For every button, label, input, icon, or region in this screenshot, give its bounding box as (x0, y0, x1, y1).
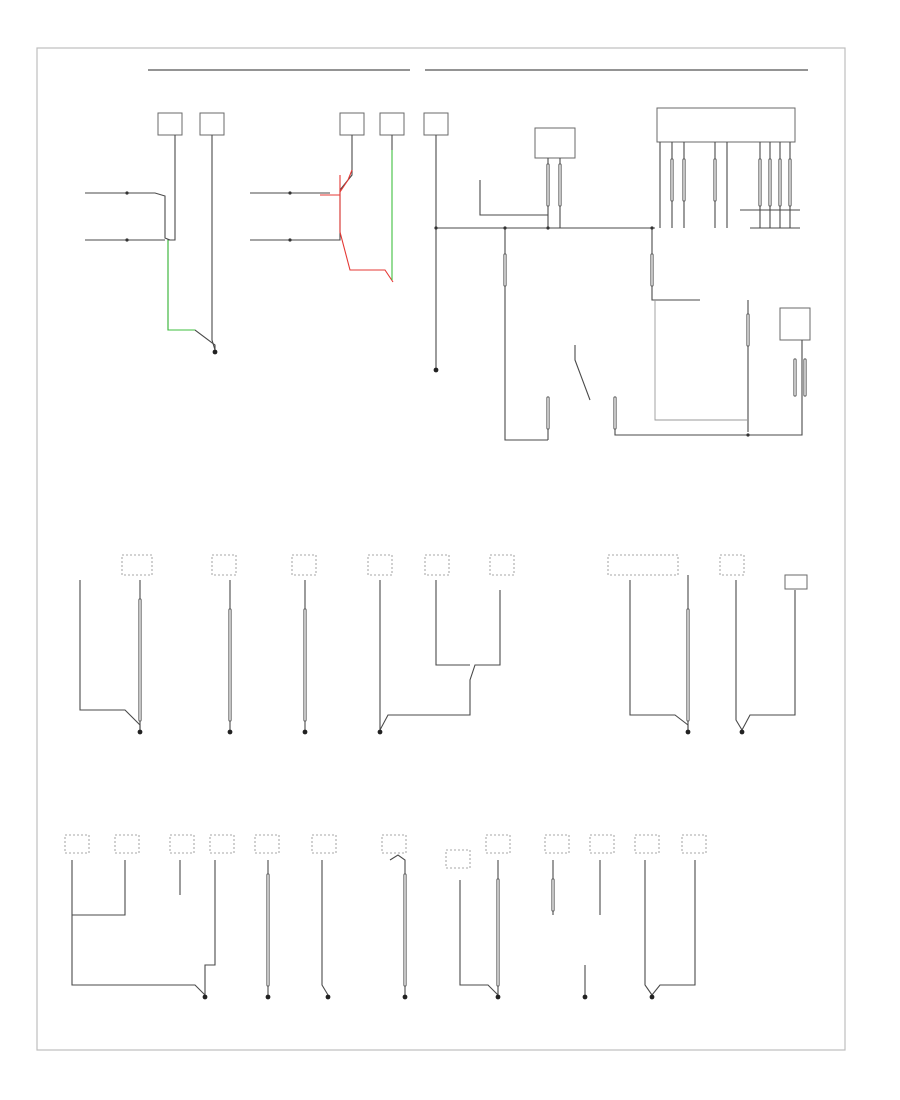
ground-symbol (582, 994, 588, 1000)
component-box (157, 112, 183, 136)
component-box (534, 127, 576, 159)
module-box (656, 107, 796, 143)
ground-symbol (495, 994, 501, 1000)
ground-symbol (377, 729, 383, 735)
ground-symbol (739, 729, 745, 735)
component-box (339, 112, 365, 136)
ground-symbol (227, 729, 233, 735)
ground-symbol (137, 729, 143, 735)
ground-symbol (202, 994, 208, 1000)
ground-symbol (685, 729, 691, 735)
diagram-frame (36, 47, 846, 1051)
ground-symbol (402, 994, 408, 1000)
top-ground-circuits (85, 107, 811, 441)
middle-ground-circuits (79, 554, 808, 735)
ground-symbol (649, 994, 655, 1000)
component-box (779, 307, 811, 341)
component-box (199, 112, 225, 136)
component-box (379, 112, 405, 136)
bottom-ground-circuits (64, 834, 707, 1000)
ground-symbol (325, 994, 331, 1000)
ground-symbol (265, 994, 271, 1000)
ground-symbol (212, 349, 218, 355)
component-box (423, 112, 449, 136)
ground-symbol (302, 729, 308, 735)
connector-set (503, 158, 807, 430)
ground-symbol (433, 367, 439, 373)
